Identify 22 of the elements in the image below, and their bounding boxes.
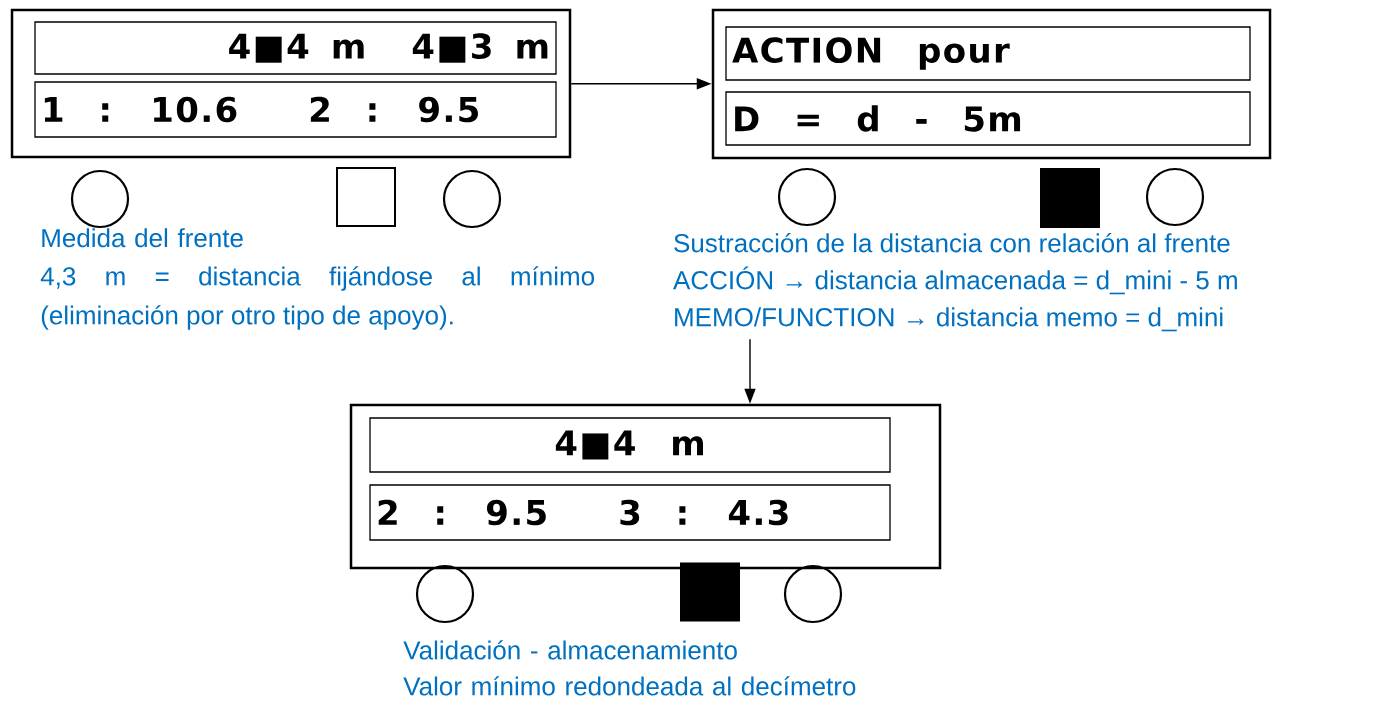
button-circle — [777, 167, 837, 227]
display-row: ACTION pour — [725, 26, 1251, 81]
button-circle — [442, 169, 502, 229]
display-panel — [10, 8, 572, 159]
display-panel — [349, 403, 942, 570]
caption-text: Valor mínimo redondeada al decímetro — [403, 676, 856, 696]
caption-text: 4,3 m = distancia fijándose al mínimo (eliminación por otro tipo de apoyo). — [40, 266, 595, 330]
display-panel — [711, 8, 1272, 160]
caption-text: Validación - almacenamiento — [403, 640, 737, 660]
display-row: 1 : 10.6 2 : 9.5 — [34, 81, 557, 138]
button-square — [1040, 168, 1100, 228]
button-circle — [70, 169, 130, 229]
button-square — [336, 167, 396, 227]
button-circle — [783, 564, 843, 624]
button-circle — [1145, 167, 1205, 227]
display-row: 4■4 m 4■3 m — [34, 21, 557, 75]
display-row: 2 : 9.5 3 : 4.3 — [369, 484, 891, 541]
button-circle — [415, 564, 475, 624]
caption-text: Sustracción de la distancia con relación al frente ACCIÓN → distancia almacenada = d_mini - 5 m MEMO/FUNCTION → distancia memo = d_mini — [673, 233, 1237, 332]
display-row: 4■4 m — [369, 417, 891, 473]
button-square — [680, 562, 740, 622]
display-row: D = d - 5m — [725, 91, 1251, 146]
